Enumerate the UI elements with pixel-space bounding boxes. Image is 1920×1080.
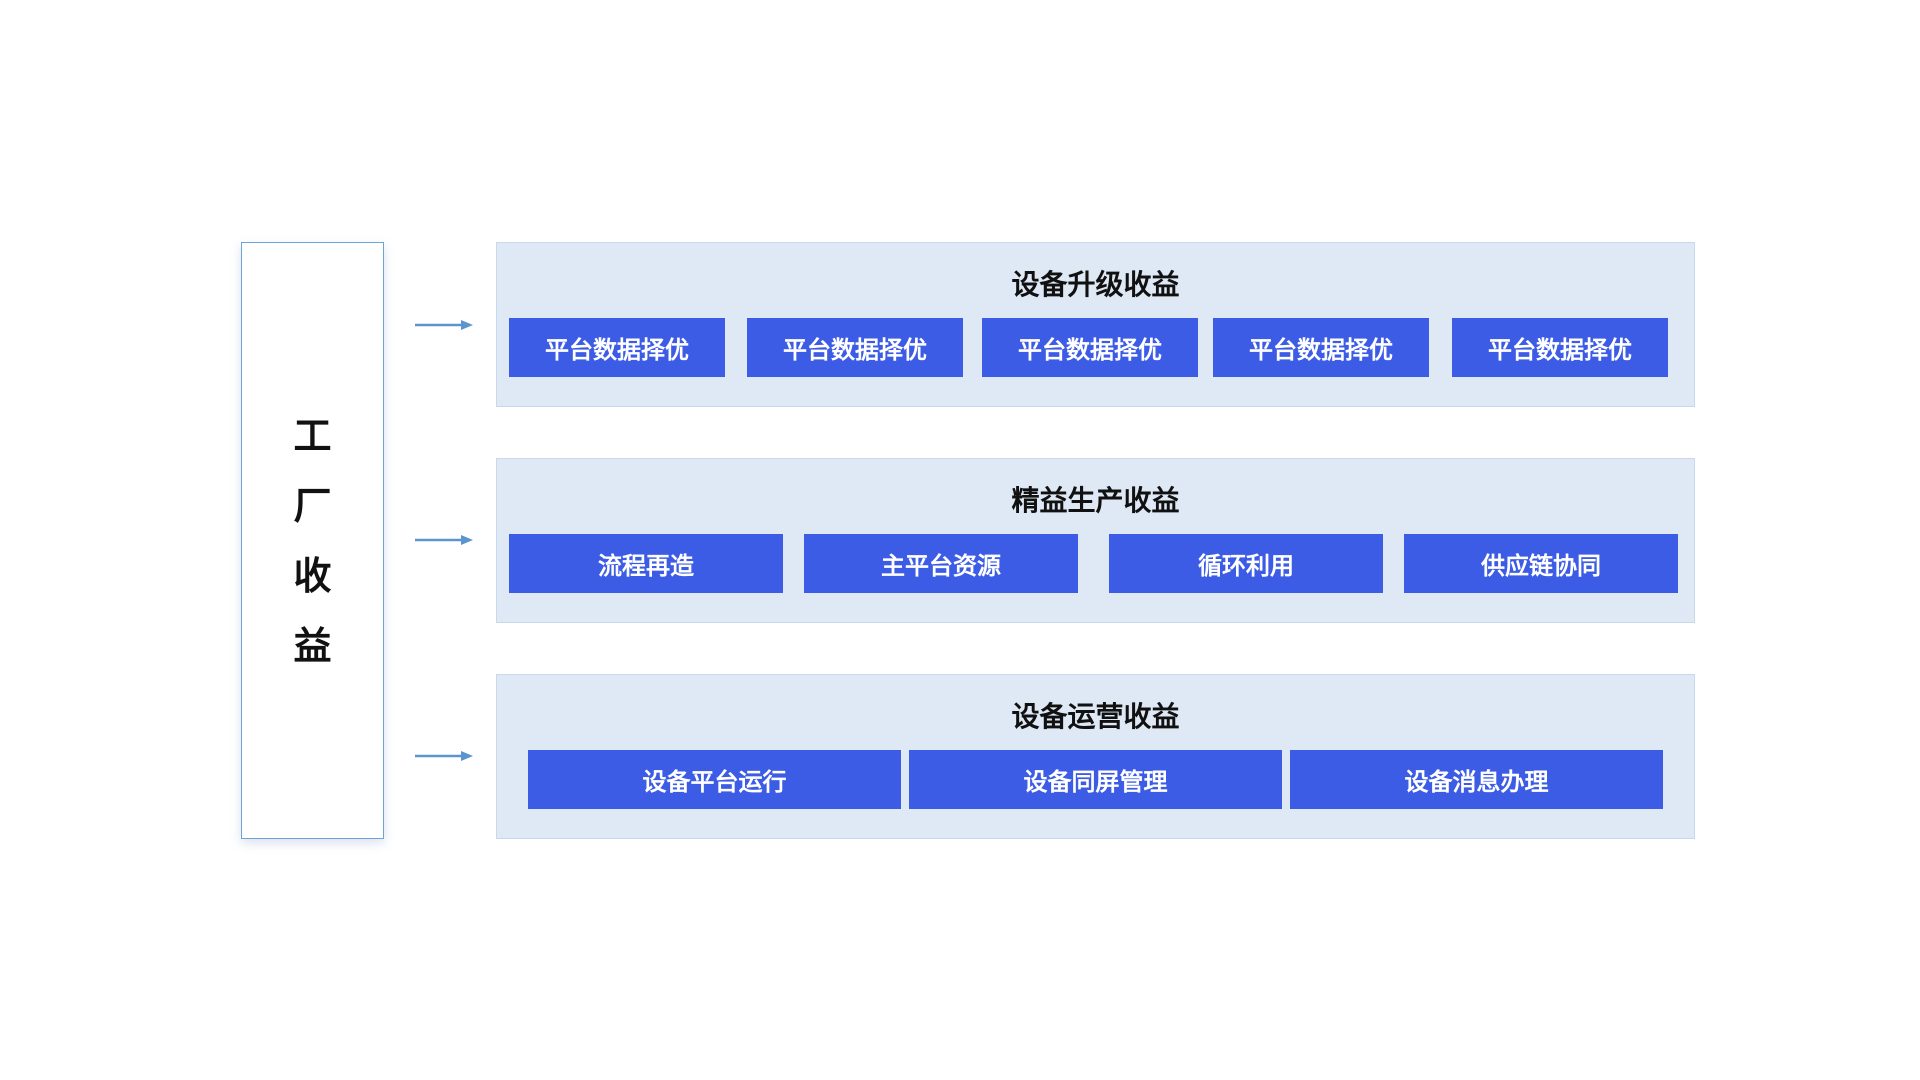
section-lean-production: 精益生产收益 流程再造 主平台资源 循环利用 供应链协同 [496, 458, 1695, 623]
title-char: 工 [293, 413, 332, 458]
tag-item: 设备同屏管理 [909, 750, 1282, 809]
tag-item: 主平台资源 [804, 534, 1078, 593]
title-char: 益 [293, 623, 332, 668]
tag-item: 平台数据择优 [1452, 318, 1668, 377]
tag-item: 平台数据择优 [982, 318, 1198, 377]
tag-item: 供应链协同 [1404, 534, 1678, 593]
factory-revenue-panel: 工 厂 收 益 [241, 242, 384, 839]
section-title: 精益生产收益 [1011, 484, 1180, 517]
factory-revenue-title: 工 厂 收 益 [293, 417, 331, 665]
title-char: 收 [293, 553, 332, 598]
section-equipment-upgrade: 设备升级收益 平台数据择优 平台数据择优 平台数据择优 平台数据择优 平台数据择… [496, 242, 1695, 407]
tag-item: 平台数据择优 [1213, 318, 1429, 377]
section-equipment-operation: 设备运营收益 设备平台运行 设备同屏管理 设备消息办理 [496, 674, 1695, 839]
tag-item: 循环利用 [1109, 534, 1383, 593]
arrow-right-icon [415, 319, 473, 331]
tag-item: 设备平台运行 [528, 750, 901, 809]
section-title: 设备运营收益 [1011, 700, 1180, 733]
tag-item: 流程再造 [509, 534, 783, 593]
arrow-right-icon [415, 534, 473, 546]
tag-item: 设备消息办理 [1290, 750, 1663, 809]
title-char: 厂 [293, 483, 332, 528]
tag-item: 平台数据择优 [509, 318, 725, 377]
arrow-right-icon [415, 750, 473, 762]
tag-item: 平台数据择优 [747, 318, 963, 377]
section-title: 设备升级收益 [1011, 268, 1180, 301]
